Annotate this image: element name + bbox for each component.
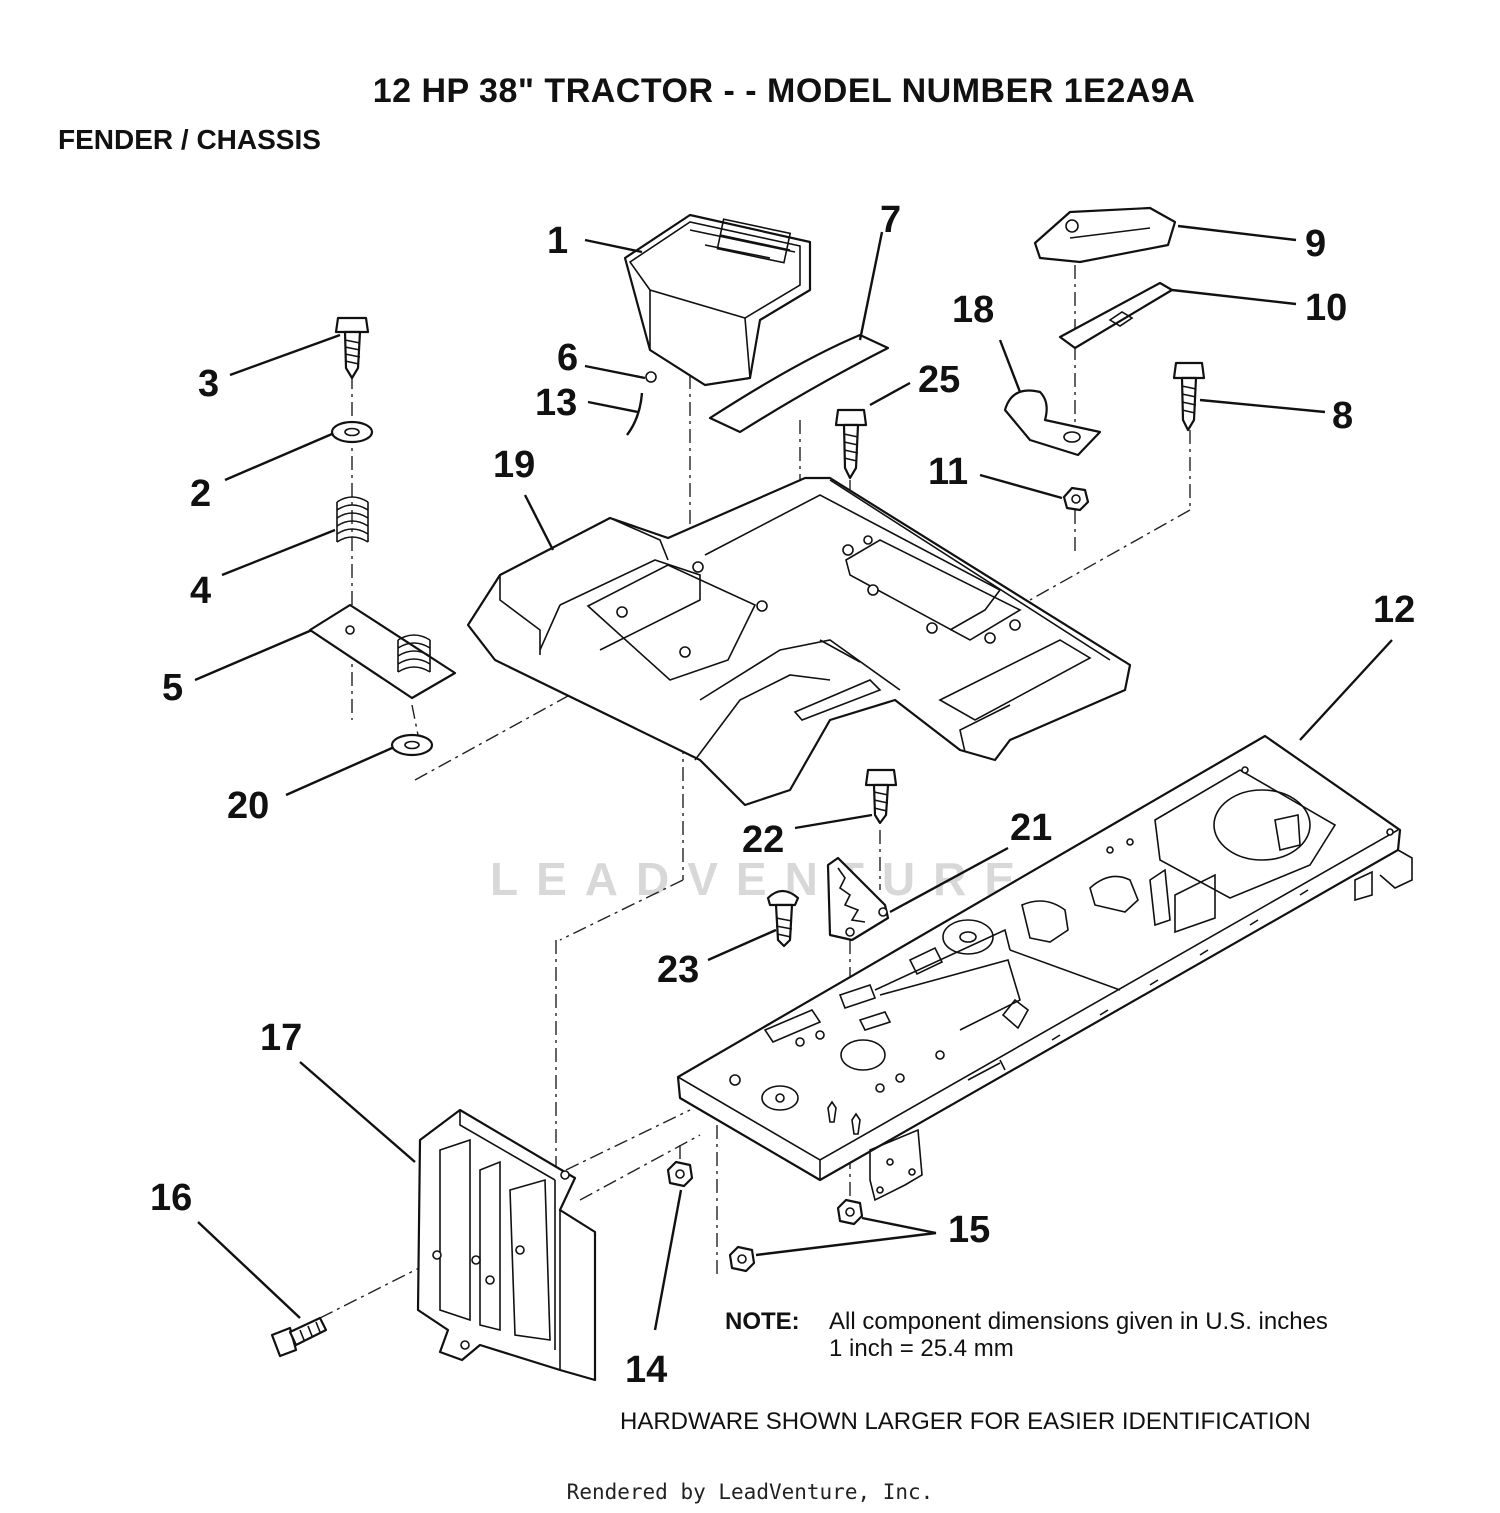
callout-15: 15 — [948, 1209, 990, 1251]
callout-8: 8 — [1332, 395, 1353, 437]
footer-credit: Rendered by LeadVenture, Inc. — [566, 1480, 934, 1504]
callout-10: 10 — [1305, 287, 1347, 329]
callout-11: 11 — [928, 451, 968, 493]
callout-21: 21 — [1010, 807, 1052, 849]
diagram-title: 12 HP 38" TRACTOR - - MODEL NUMBER 1E2A9… — [372, 72, 1196, 110]
watermark-text: LEADVENTURE — [490, 853, 1034, 905]
callout-labels: 1 7 9 10 18 25 8 11 3 2 4 5 6 13 19 12 2… — [150, 199, 1415, 1391]
part-1-tray — [623, 213, 812, 387]
leader-lines — [194, 224, 1393, 1331]
hardware-note: HARDWARE SHOWN LARGER FOR EASIER IDENTIF… — [620, 1408, 1311, 1435]
callout-20: 20 — [227, 785, 269, 827]
part-11-nut — [1062, 486, 1090, 512]
callout-22: 22 — [742, 819, 784, 861]
part-18-clamp — [1003, 389, 1102, 457]
callout-18: 18 — [952, 289, 994, 331]
callout-13: 13 — [535, 382, 577, 424]
part-25-bolt — [834, 408, 868, 480]
note-body: All component dimensions given in U.S. i… — [829, 1308, 1328, 1362]
callout-1: 1 — [547, 220, 568, 262]
callout-19: 19 — [493, 444, 535, 486]
part-5-plate — [308, 603, 457, 700]
part-15-nut — [728, 1198, 864, 1273]
part-20-washer — [390, 733, 434, 757]
part-19-fender — [466, 476, 1132, 807]
part-17-bracket — [416, 1108, 597, 1382]
callout-25: 25 — [918, 359, 960, 401]
callout-9: 9 — [1305, 223, 1326, 265]
part-4-spring — [336, 496, 369, 543]
note-line-2: 1 inch = 25.4 mm — [829, 1335, 1014, 1362]
callout-2: 2 — [190, 473, 211, 515]
part-9-cover — [1033, 206, 1177, 264]
note-label: NOTE: — [725, 1308, 800, 1335]
part-22-bolt — [864, 768, 898, 825]
part-6-clip — [645, 371, 657, 383]
callout-17: 17 — [260, 1017, 302, 1059]
callout-5: 5 — [162, 667, 183, 709]
part-21-bracket — [826, 856, 890, 942]
callout-14: 14 — [625, 1349, 667, 1391]
callout-6: 6 — [557, 337, 578, 379]
callout-7: 7 — [880, 199, 901, 241]
part-3-bolt — [334, 316, 370, 380]
callout-12: 12 — [1373, 589, 1415, 631]
part-16-bolt — [270, 1316, 328, 1358]
callout-23: 23 — [657, 949, 699, 991]
callout-4: 4 — [190, 570, 211, 612]
part-13-rod — [626, 392, 644, 436]
diagram-subtitle: FENDER / CHASSIS — [58, 124, 321, 155]
callout-16: 16 — [150, 1177, 192, 1219]
dimension-note: NOTE: All component dimensions given in U… — [725, 1308, 1328, 1362]
part-2-washer — [330, 420, 374, 444]
part-7-decal — [708, 333, 890, 434]
part-14-nut — [666, 1160, 694, 1188]
part-8-bolt — [1172, 361, 1206, 432]
part-10-bracket — [1058, 281, 1174, 350]
callout-3: 3 — [198, 363, 219, 405]
note-line-1: All component dimensions given in U.S. i… — [829, 1308, 1328, 1335]
part-23-bolt — [766, 889, 800, 948]
part-12-chassis — [676, 734, 1413, 1202]
